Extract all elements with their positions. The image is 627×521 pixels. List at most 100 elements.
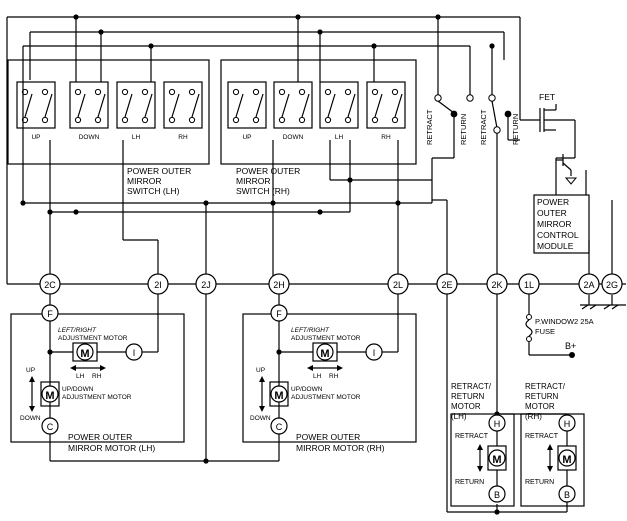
retract-rh-label-2: RETURN (525, 392, 559, 401)
switch-lh-label-1: POWER OUTER (127, 166, 191, 176)
ud-motor-lh (41, 385, 59, 403)
terminal-f-lh (41, 304, 59, 322)
switch-lh-rh: RH (163, 81, 203, 141)
connector-2h: 2H (268, 273, 290, 295)
connector-2g: 2G (601, 273, 623, 295)
contact-label-return-1: RETURN (459, 114, 468, 145)
retract-lh-label-1: RETRACT/ (451, 382, 492, 391)
switch-rh-label-3: SWITCH (RH) (236, 186, 290, 196)
ud-arrow-rh-down: DOWN (250, 415, 271, 422)
mirror-motor-lh-label-2: MIRROR MOTOR (LH) (68, 443, 155, 453)
connector-2h-label: 2H (273, 280, 285, 290)
connector-2j-label: 2J (201, 280, 211, 290)
mirror-motor-lh: F I C M LEFT/RIGHT ADJUSTMENT MOTOR LH R… (10, 294, 279, 464)
fet-label: FET (539, 92, 555, 102)
contact-label-retract-1: RETRACT (425, 109, 434, 145)
connector-2e-label: 2E (441, 280, 452, 290)
connector-2a-label: 2A (583, 280, 594, 290)
switch-lh-label-up: UP (31, 134, 40, 141)
terminal-f-rh-label: F (276, 309, 282, 319)
switch-rh-label-2: MIRROR (236, 176, 270, 186)
fet: FET (508, 92, 576, 158)
mirror-motor-rh-label-1: POWER OUTER (296, 432, 360, 442)
retract-motor-lh-m (488, 449, 506, 467)
retract-rh-label-4: (RH) (525, 412, 542, 421)
switch-lh-label-3: SWITCH (LH) (127, 186, 180, 196)
connector-row: 2C 2I 2J 2H 2L 2E 2K 1L 2A 2G (39, 273, 623, 295)
switch-feed-wires (75, 17, 521, 120)
mirror-motor-rh: F I C M LEFT/RIGHT ADJUSTMENT MOTOR LH R… (242, 294, 417, 461)
ud-arrow-lh-down: DOWN (20, 415, 41, 422)
retract-motor-wires (446, 294, 567, 515)
terminal-i-rh-label: I (373, 348, 376, 358)
terminal-b-rh-label: B (564, 490, 570, 500)
connector-2e: 2E (436, 273, 458, 295)
fuse: P.WINDOW2 25A FUSE B+ (525, 294, 594, 358)
switch-lh-lh: LH (116, 81, 156, 141)
transistor (555, 154, 587, 195)
lr-motor-rh-symbol: M (320, 348, 329, 360)
lr-motor-lh-symbol: M (80, 348, 89, 360)
contact-label-return-2: RETURN (511, 114, 520, 145)
connector-2a: 2A (578, 273, 600, 295)
module-label-3: MIRROR (537, 219, 571, 229)
lr-motor-rh (316, 343, 334, 361)
switch-lh-down: DOWN (69, 81, 109, 141)
terminal-c-lh-label: C (47, 422, 54, 432)
connector-2c: 2C (39, 273, 61, 295)
retract-motor-lh-symbol: M (492, 454, 501, 466)
battery-label: B+ (565, 341, 576, 351)
module-label-1: POWER (537, 197, 569, 207)
ud-motor-lh-symbol: M (45, 390, 54, 402)
retract-rh-arrow-return: RETURN (525, 479, 554, 486)
control-module: POWER OUTER MIRROR CONTROL MODULE (533, 194, 590, 254)
switch-lh-label-2: MIRROR (127, 176, 161, 186)
switch-lh: UP DOWN LH RH POWER OUTER MIRROR SWITCH (LH… (7, 59, 210, 196)
connector-2j: 2J (195, 273, 217, 295)
connector-2k-label: 2K (491, 280, 502, 290)
switch-internal-junctions (20, 177, 401, 215)
connector-2g-label: 2G (606, 280, 618, 290)
terminal-c-rh (270, 417, 288, 435)
terminal-f-rh (270, 304, 288, 322)
ud-motor-rh-label-1: UP/DOWN (291, 386, 323, 393)
retract-motor-rh-m (558, 449, 576, 467)
switch-lh-up: UP (16, 81, 56, 141)
switch-rh-label-down: DOWN (283, 134, 304, 141)
module-label-5: MODULE (537, 241, 574, 251)
ground-wires (580, 200, 626, 310)
retract-rh-arrow-retract: RETRACT (525, 433, 559, 440)
mirror-motor-rh-label-2: MIRROR MOTOR (RH) (296, 443, 385, 453)
terminal-i-lh-label: I (133, 348, 136, 358)
terminal-f-lh-label: F (47, 309, 53, 319)
switch-rh-up: UP (227, 81, 267, 141)
retract-motor-lh: RETRACT/ RETURN MOTOR (LH) H B M RETRACT… (450, 382, 515, 507)
bus-wires (6, 16, 626, 285)
ud-motor-rh-symbol: M (274, 390, 283, 402)
connector-1l-label: 1L (524, 280, 534, 290)
switch-rh-rh: RH (366, 81, 406, 141)
switch-rh-lh: LH (319, 81, 359, 141)
lr-motor-lh (76, 343, 94, 361)
connector-1l: 1L (518, 273, 540, 295)
contact-label-retract-2: RETRACT (479, 109, 488, 145)
retract-return-contacts: RETRACT RETURN RETRACT RETURN (425, 94, 520, 276)
terminal-c-rh-label: C (276, 422, 283, 432)
lr-arrow-lh-lh: LH (76, 373, 85, 380)
retract-motor-rh: RETRACT/ RETURN MOTOR (RH) H B M RETRACT… (520, 382, 585, 512)
lr-motor-rh-label-1: LEFT/RIGHT (291, 327, 330, 334)
switch-rh-label-lh: LH (335, 134, 344, 141)
terminal-b-lh-label: B (494, 490, 500, 500)
retract-lh-arrow-return: RETURN (455, 479, 484, 486)
switch-lh-label-lh: LH (132, 134, 141, 141)
connector-2i-label: 2I (154, 280, 162, 290)
retract-rh-label-1: RETRACT/ (525, 382, 566, 391)
connector-2l-label: 2L (393, 280, 403, 290)
switch-rh-label-rh: RH (381, 134, 391, 141)
lr-motor-lh-label-2: ADJUSTMENT MOTOR (58, 335, 128, 342)
lr-motor-lh-label-1: LEFT/RIGHT (58, 327, 97, 334)
retract-lh-label-3: MOTOR (451, 402, 481, 411)
lr-arrow-rh-rh: RH (329, 373, 339, 380)
